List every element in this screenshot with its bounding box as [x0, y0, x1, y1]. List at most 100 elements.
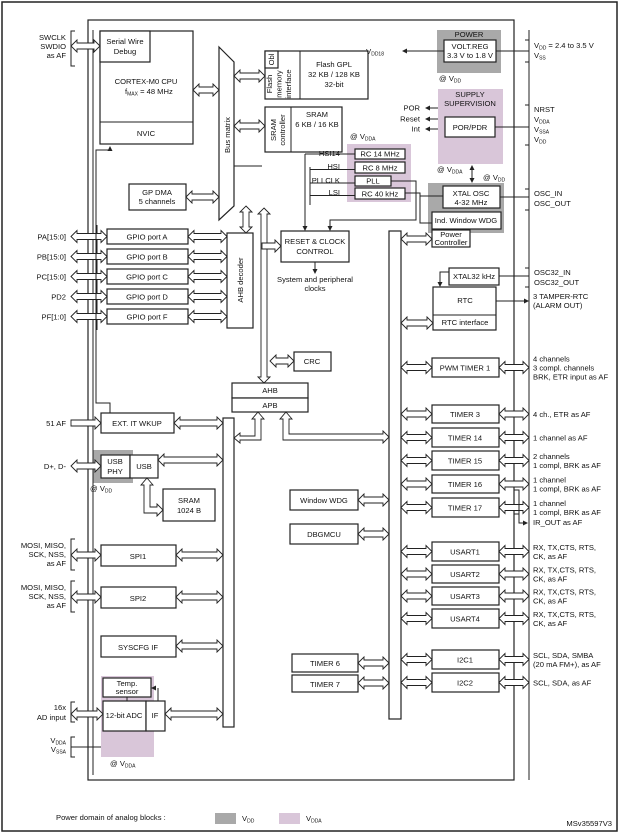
arrow-head — [523, 520, 528, 526]
peripheral-label: TIMER 17 — [448, 504, 482, 513]
connector-line — [329, 180, 417, 228]
alternate-function-label: RX, TX,CTS, RTS, — [533, 543, 596, 552]
peripheral-bus-arrow — [400, 406, 433, 422]
serial-wire-debug — [99, 30, 151, 63]
usb — [129, 454, 159, 479]
obl-label: Obl — [267, 53, 276, 65]
gpio-pin-arrow — [70, 229, 108, 244]
timer6-arrow — [357, 655, 390, 671]
gpio-pin-label: PB[15:0] — [37, 253, 66, 262]
peripheral-bus-arrow — [400, 544, 433, 559]
label-part: V — [51, 745, 57, 754]
gpio-ahb-arrow — [187, 229, 228, 244]
cpu-fmax-label: fMAX = 48 MHz — [125, 87, 173, 98]
gpio-pin-label: PF[1:0] — [42, 313, 66, 322]
pin-vssa: VSSA — [534, 125, 550, 136]
arrow-head — [469, 178, 475, 183]
rcc-output-label: System and peripheral — [277, 275, 353, 284]
flash-width: 32-bit — [325, 80, 345, 89]
label-part: V — [534, 115, 540, 124]
peripheral-label: I2C2 — [457, 679, 473, 688]
matrix-decoder-arrow — [238, 205, 254, 234]
sram-controller-label: controller — [278, 114, 287, 146]
flash-interface-label: interface — [284, 69, 293, 98]
dbgmcu-arrow — [357, 526, 390, 542]
peripheral-label: TIMER 15 — [448, 457, 482, 466]
peripheral-bus-arrow — [400, 360, 433, 375]
arrow-head — [437, 282, 443, 287]
alternate-function-label: 1 channel — [533, 499, 566, 508]
alarm-out-label: (ALARM OUT) — [533, 301, 583, 310]
supervision-title: SUPPLY — [455, 90, 484, 99]
legend-vdda-label: VDDA — [306, 814, 322, 825]
alternate-function-label: CK, as AF — [533, 552, 568, 561]
dma-channels: 5 channels — [139, 197, 176, 206]
bracket — [525, 267, 530, 288]
label-part: @ V — [350, 132, 366, 141]
usb-label: USB — [136, 462, 152, 471]
label-part: V — [306, 814, 312, 823]
ahb-decoder — [226, 232, 254, 329]
gpio-pin-label: PD2 — [51, 293, 66, 302]
alternate-function-label: RX, TX,CTS, RTS, — [533, 588, 596, 597]
spi1-pin-arrow — [70, 547, 102, 563]
adc-pin-arrow — [70, 706, 104, 722]
supervision-title: SUPERVISION — [444, 99, 496, 108]
usb-domain-label: @ VDD — [90, 484, 113, 495]
alternate-function-label: BRK, ETR input as AF — [533, 373, 608, 382]
pin-vdda: VDDA — [50, 736, 66, 747]
bracket — [525, 104, 530, 146]
label-part: DD — [247, 819, 255, 825]
arrow-head — [151, 685, 156, 691]
arrow-head — [524, 298, 529, 304]
gpio-pin-arrow — [70, 289, 108, 304]
apb-right-arrow — [279, 411, 390, 445]
ahb-label: AHB — [262, 386, 278, 395]
flash-name: Flash GPL — [316, 60, 352, 69]
usb-phy-label: PHY — [107, 467, 123, 476]
legend-vdd-swatch — [215, 813, 236, 824]
alternate-function-label: 4 ch., ETR as AF — [533, 410, 591, 419]
label-part: @ V — [110, 759, 126, 768]
spi1-label: SPI1 — [130, 552, 146, 561]
timer7-label: TIMER 7 — [310, 680, 340, 689]
usb-pin-arrow — [70, 458, 102, 474]
label-part: = 48 MHz — [138, 87, 173, 96]
power-controller-label: Controller — [435, 238, 468, 247]
swd-label: Debug — [114, 47, 136, 56]
label-part: = 2.4 to 3.5 V — [546, 41, 594, 50]
gpio-port-label: GPIO port A — [127, 233, 169, 242]
peripheral-label: USART2 — [450, 570, 480, 579]
arrow-head — [327, 226, 333, 231]
clock-source-label: RC 8 MHz — [362, 164, 397, 173]
spi1-pin-label: MOSI, MISO, — [21, 541, 66, 550]
adc-if-label: IF — [152, 711, 159, 720]
alternate-function-label: 1 compl, BRK as AF — [533, 461, 601, 470]
pin-osc32-in: OSC32_IN — [534, 268, 571, 277]
peripheral-bus-arrow — [400, 588, 433, 604]
adc-label: 12-bit ADC — [106, 711, 143, 720]
peripheral-bus-arrow — [400, 500, 433, 515]
cpu-label: CORTEX-M0 CPU — [115, 77, 178, 86]
alternate-function-label: (20 mA FM+), as AF — [533, 660, 601, 669]
usb-sram-arrow — [140, 477, 164, 518]
gpio-pin-arrow — [70, 249, 108, 264]
bus-matrix-label: Bus matrix — [223, 117, 232, 153]
pin-swclk: SWCLK — [39, 33, 66, 42]
bracket — [70, 538, 75, 571]
gp-dma — [128, 183, 187, 211]
label-part: DDA — [539, 120, 550, 126]
label-part: V — [50, 736, 56, 745]
peripheral-label: USART1 — [450, 548, 480, 557]
pin-osc-out: OSC_OUT — [534, 199, 571, 208]
sram-label: SRAM — [306, 110, 328, 119]
rcc-label: RESET & CLOCK — [285, 237, 346, 246]
adc-interface — [145, 700, 166, 732]
gpio-ahb-arrow — [187, 309, 228, 324]
spi1-bus-arrow — [175, 547, 224, 563]
label-part: DD — [105, 489, 113, 495]
peripheral-label: TIMER 3 — [450, 410, 480, 419]
gpio-ahb-arrow — [187, 289, 228, 304]
supervision-output: Reset — [400, 115, 421, 124]
